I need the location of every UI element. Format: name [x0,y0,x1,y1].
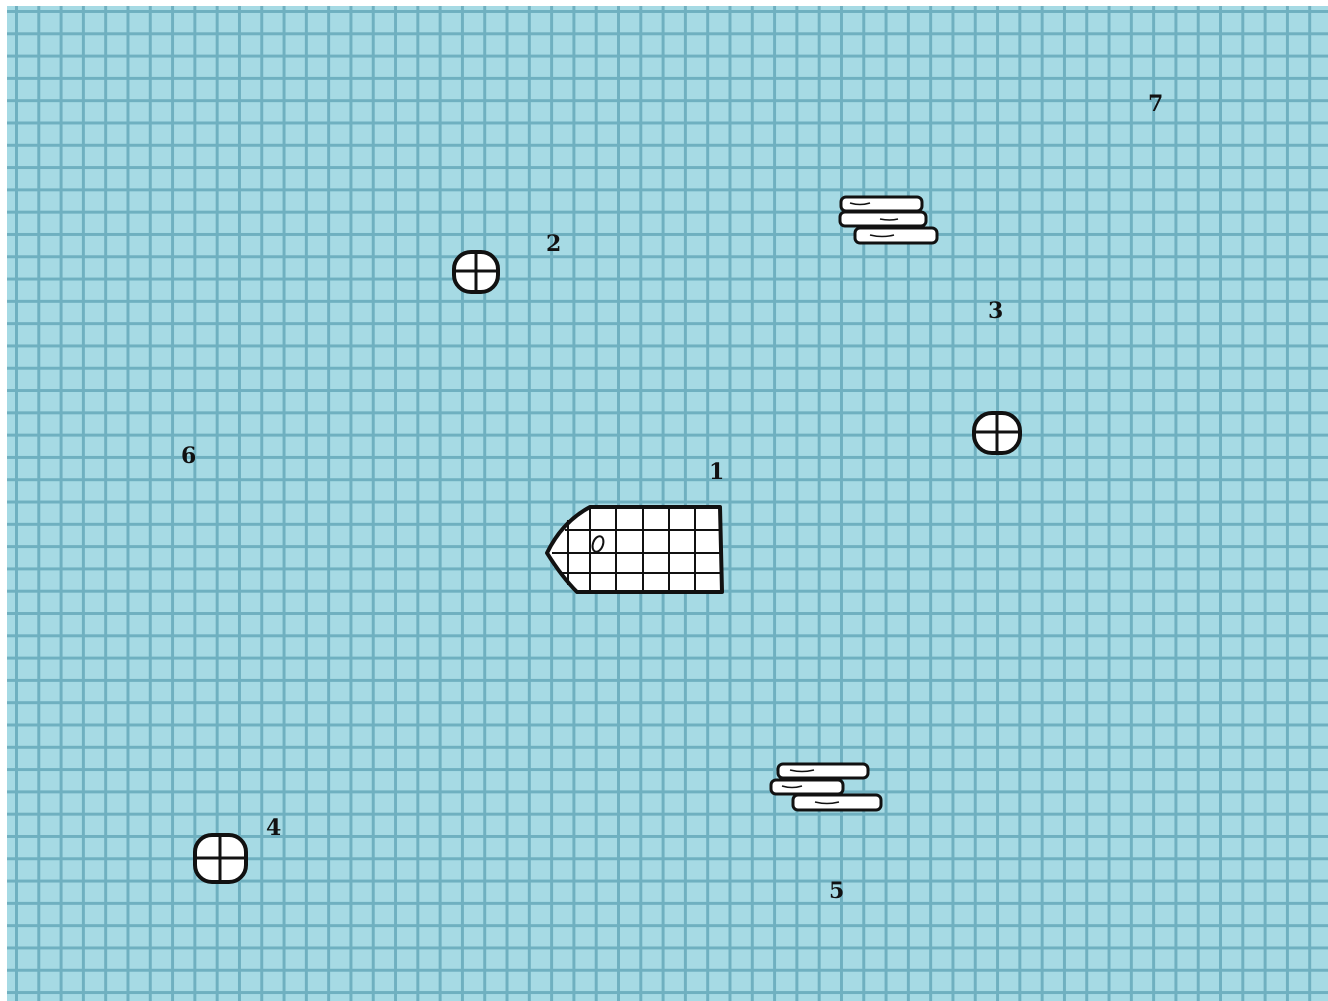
map-label-3: 3 [988,300,1003,322]
map-label-2: 2 [546,233,561,255]
map-label-4: 4 [266,817,281,839]
map-label-6: 6 [181,445,196,467]
buoy-icon [454,252,498,292]
map-label-7: 7 [1148,93,1163,115]
ship-icon [547,507,722,592]
map-label-1: 1 [709,461,724,483]
map-label-5: 5 [829,880,844,902]
buoy-icon [195,835,246,882]
buoy-icon [974,413,1020,453]
log-pile-icon [771,764,881,810]
log-pile-icon [840,197,937,243]
sea-map: 1 2 3 4 5 6 7 [7,6,1328,1001]
map-features [7,6,1328,1001]
